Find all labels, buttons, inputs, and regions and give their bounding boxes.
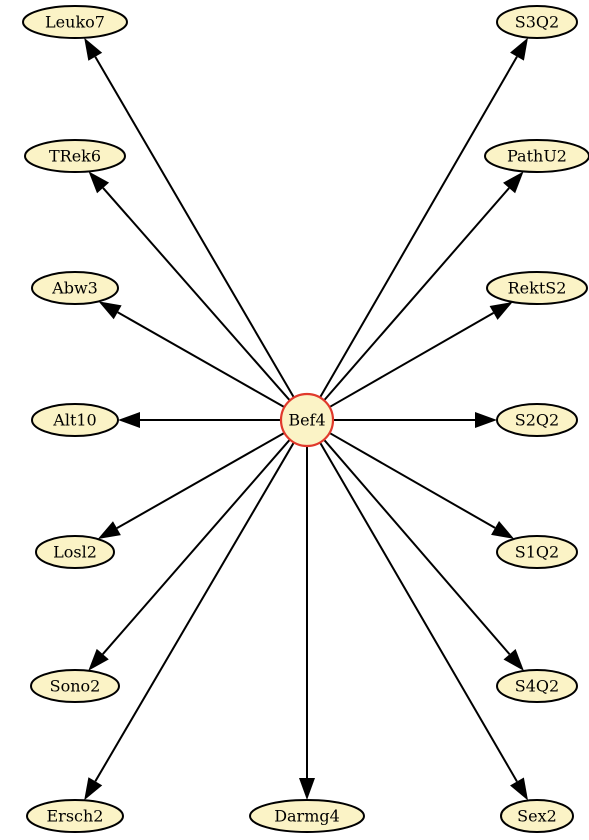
node-ellipse bbox=[496, 669, 578, 703]
node-label: S1Q2 bbox=[515, 543, 559, 562]
arrowhead-pathu2 bbox=[503, 171, 524, 194]
node-s2q2: S2Q2 bbox=[496, 403, 578, 437]
node-sex2: Sex2 bbox=[500, 799, 574, 833]
node-ellipse bbox=[24, 139, 126, 173]
arrowhead-alt10 bbox=[118, 412, 140, 428]
node-ellipse bbox=[31, 403, 119, 437]
node-ellipse bbox=[496, 5, 578, 39]
edge-bef4-to-sono2 bbox=[102, 438, 291, 655]
arrowhead-trek6 bbox=[88, 171, 110, 194]
node-ellipse bbox=[486, 271, 588, 305]
node-ellipse bbox=[35, 535, 115, 569]
node-darmg4: Darmg4 bbox=[249, 799, 365, 833]
arrowhead-losl2 bbox=[97, 521, 121, 540]
node-label: RektS2 bbox=[508, 279, 567, 298]
arrowhead-s3q2 bbox=[510, 37, 528, 61]
arrowhead-sono2 bbox=[88, 648, 109, 671]
node-center-bef4: Bef4 bbox=[279, 392, 335, 448]
node-sono2: Sono2 bbox=[30, 669, 120, 703]
node-label: Ersch2 bbox=[47, 807, 104, 826]
arrowhead-darmg4 bbox=[299, 778, 315, 800]
node-ellipse bbox=[484, 139, 589, 173]
arrowhead-ersch2 bbox=[84, 777, 103, 801]
node-trek6: TRek6 bbox=[24, 139, 126, 173]
node-ellipse bbox=[30, 669, 120, 703]
edge-bef4-to-trek6 bbox=[102, 187, 291, 402]
edge-bef4-to-leuko7 bbox=[94, 56, 295, 399]
node-alt10: Alt10 bbox=[31, 403, 119, 437]
edge-bef4-to-s4q2 bbox=[323, 439, 511, 655]
node-ellipse bbox=[500, 799, 574, 833]
node-ellipse bbox=[496, 535, 578, 569]
node-ellipse bbox=[22, 5, 128, 39]
node-label: S4Q2 bbox=[515, 677, 559, 696]
arrowhead-rekts2 bbox=[489, 301, 513, 320]
edge-bef4-to-s1q2 bbox=[329, 432, 496, 529]
node-ellipse bbox=[31, 271, 119, 305]
edge-bef4-to-s3q2 bbox=[319, 56, 518, 398]
node-label: Alt10 bbox=[52, 411, 96, 430]
node-leuko7: Leuko7 bbox=[22, 5, 128, 39]
node-label: S3Q2 bbox=[515, 13, 559, 32]
arrowhead-abw3 bbox=[98, 301, 122, 320]
arrowhead-s4q2 bbox=[503, 649, 524, 671]
arrowhead-leuko7 bbox=[84, 37, 103, 61]
node-label: Sono2 bbox=[50, 677, 101, 696]
arrowhead-s2q2 bbox=[475, 412, 497, 428]
node-ellipse bbox=[26, 799, 124, 833]
edge-bef4-to-ersch2 bbox=[94, 441, 295, 782]
edge-bef4-to-pathu2 bbox=[323, 187, 510, 402]
center-node-label: Bef4 bbox=[288, 411, 325, 430]
node-losl2: Losl2 bbox=[35, 535, 115, 569]
node-label: S2Q2 bbox=[515, 411, 559, 430]
node-s1q2: S1Q2 bbox=[496, 535, 578, 569]
node-s4q2: S4Q2 bbox=[496, 669, 578, 703]
edges-layer bbox=[84, 37, 529, 801]
edge-bef4-to-abw3 bbox=[117, 311, 285, 409]
arrowhead-s1q2 bbox=[491, 520, 515, 539]
node-ellipse bbox=[249, 799, 365, 833]
node-label: Abw3 bbox=[51, 279, 98, 298]
center-node-circle bbox=[279, 392, 335, 448]
node-ersch2: Ersch2 bbox=[26, 799, 124, 833]
node-label: Losl2 bbox=[53, 543, 97, 562]
node-label: Leuko7 bbox=[45, 13, 105, 32]
node-s3q2: S3Q2 bbox=[496, 5, 578, 39]
node-label: TRek6 bbox=[49, 147, 101, 166]
arrowhead-sex2 bbox=[510, 777, 529, 801]
node-pathu2: PathU2 bbox=[484, 139, 589, 173]
node-ellipse bbox=[496, 403, 578, 437]
edge-bef4-to-rekts2 bbox=[329, 312, 495, 408]
node-rekts2: RektS2 bbox=[486, 271, 588, 305]
node-label: Darmg4 bbox=[274, 807, 340, 826]
node-abw3: Abw3 bbox=[31, 271, 119, 305]
node-label: PathU2 bbox=[507, 147, 567, 166]
node-label: Sex2 bbox=[517, 807, 557, 826]
edge-bef4-to-losl2 bbox=[116, 431, 285, 530]
edge-bef4-to-sex2 bbox=[319, 441, 518, 782]
